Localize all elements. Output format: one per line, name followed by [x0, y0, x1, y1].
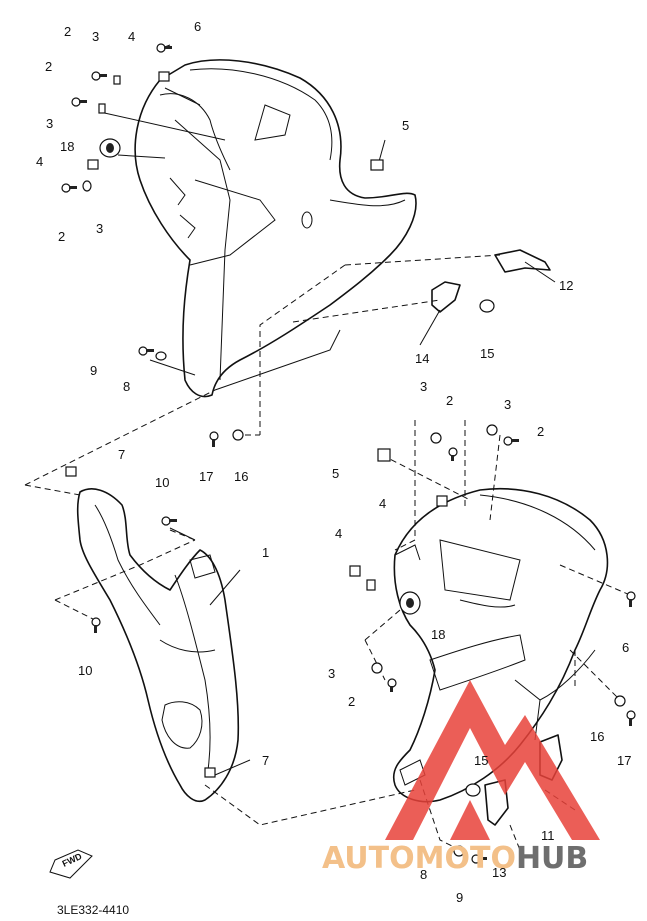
callout-label: 6: [194, 19, 201, 34]
bracket-11-support: [514, 679, 541, 741]
callout-label: 16: [234, 469, 248, 484]
callout-label: 4: [335, 526, 342, 541]
callout-label: 17: [199, 469, 213, 484]
callout-label: 6: [622, 640, 629, 655]
callout-label: 15: [480, 346, 494, 361]
watermark-logo-icon: [385, 680, 600, 840]
callout-label: 8: [420, 867, 427, 882]
callout-label: 15: [474, 753, 488, 768]
callout-label: 13: [492, 865, 506, 880]
callout-label: 11: [541, 828, 555, 843]
callout-label: 3: [92, 29, 99, 44]
callout-label: 3: [328, 666, 335, 681]
bracket-12: [494, 249, 551, 273]
callout-label: 14: [415, 351, 429, 366]
callout-label: 5: [332, 466, 339, 481]
callout-labels: 2 3 4 6 2 3 18 4 2 3 5 12 14 15 9 8 17 1…: [36, 19, 631, 905]
callout-label: 9: [90, 363, 97, 378]
callout-label: 4: [379, 496, 386, 511]
callout-label: 10: [155, 475, 169, 490]
drawing-code: 3LE332-4410: [57, 903, 129, 917]
callout-label: 2: [45, 59, 52, 74]
fwd-label: FWD: [61, 851, 84, 869]
upper-cowling-panel: [134, 59, 417, 398]
callout-label: 2: [348, 694, 355, 709]
callout-label: 10: [78, 663, 92, 678]
callout-label: 3: [504, 397, 511, 412]
callout-label: 17: [617, 753, 631, 768]
callout-label: 18: [431, 627, 445, 642]
callout-label: 16: [590, 729, 604, 744]
reference-lines: [24, 254, 631, 851]
watermark-text: AUTOMOTOHUB: [322, 841, 588, 876]
callout-label: 3: [96, 221, 103, 236]
callout-label: 8: [123, 379, 130, 394]
fasteners: [61, 43, 636, 864]
callout-label: 12: [559, 278, 573, 293]
callout-label: 9: [456, 890, 463, 905]
callout-label: 7: [118, 447, 125, 462]
callout-label: 4: [128, 29, 135, 44]
callout-label: 3: [420, 379, 427, 394]
callout-label: 7: [262, 753, 269, 768]
callout-label: 2: [64, 24, 71, 39]
callout-label: 5: [402, 118, 409, 133]
callout-label: 4: [36, 154, 43, 169]
callout-label: 2: [58, 229, 65, 244]
callout-label: 2: [537, 424, 544, 439]
callout-label: 1: [262, 545, 269, 560]
lower-cowling-part-1: [76, 488, 240, 803]
callout-label: 18: [60, 139, 74, 154]
callout-label: 3: [46, 116, 53, 131]
fwd-arrow: [49, 849, 93, 879]
bracket-14: [431, 281, 461, 313]
callout-label: 2: [446, 393, 453, 408]
